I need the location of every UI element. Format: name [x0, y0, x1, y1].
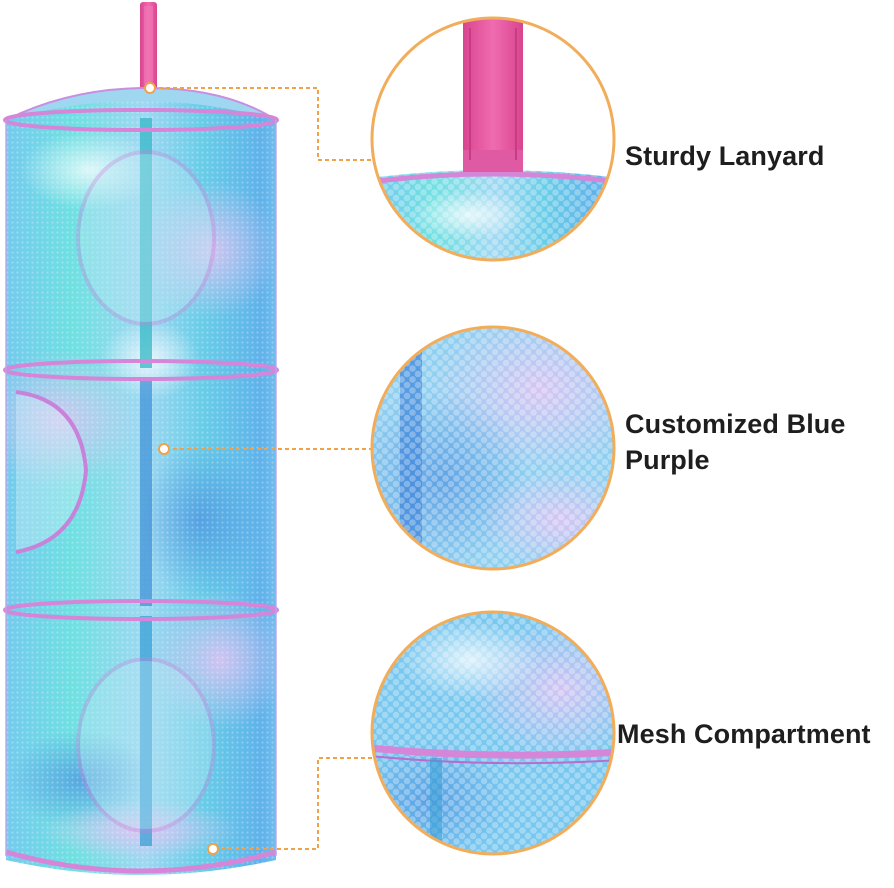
callout-label-color: Customized Blue Purple: [625, 406, 846, 478]
callout-line: Purple: [625, 445, 710, 475]
zoom-color-detail: [370, 325, 616, 571]
zoom-lanyard-detail: [370, 16, 616, 262]
callout-line: Sturdy Lanyard: [625, 141, 825, 171]
lanyard-strap: [140, 2, 157, 90]
callout-line: Customized Blue: [625, 409, 846, 439]
leader-anchors: [144, 82, 219, 855]
callout-label-lanyard: Sturdy Lanyard: [625, 138, 824, 174]
leader-lines: [152, 87, 372, 850]
organizer-body: [3, 86, 279, 875]
callout-line: Mesh Compartment: [617, 719, 871, 749]
callout-label-mesh: Mesh Compartment: [617, 716, 871, 752]
zoom-mesh-detail: [370, 610, 616, 856]
